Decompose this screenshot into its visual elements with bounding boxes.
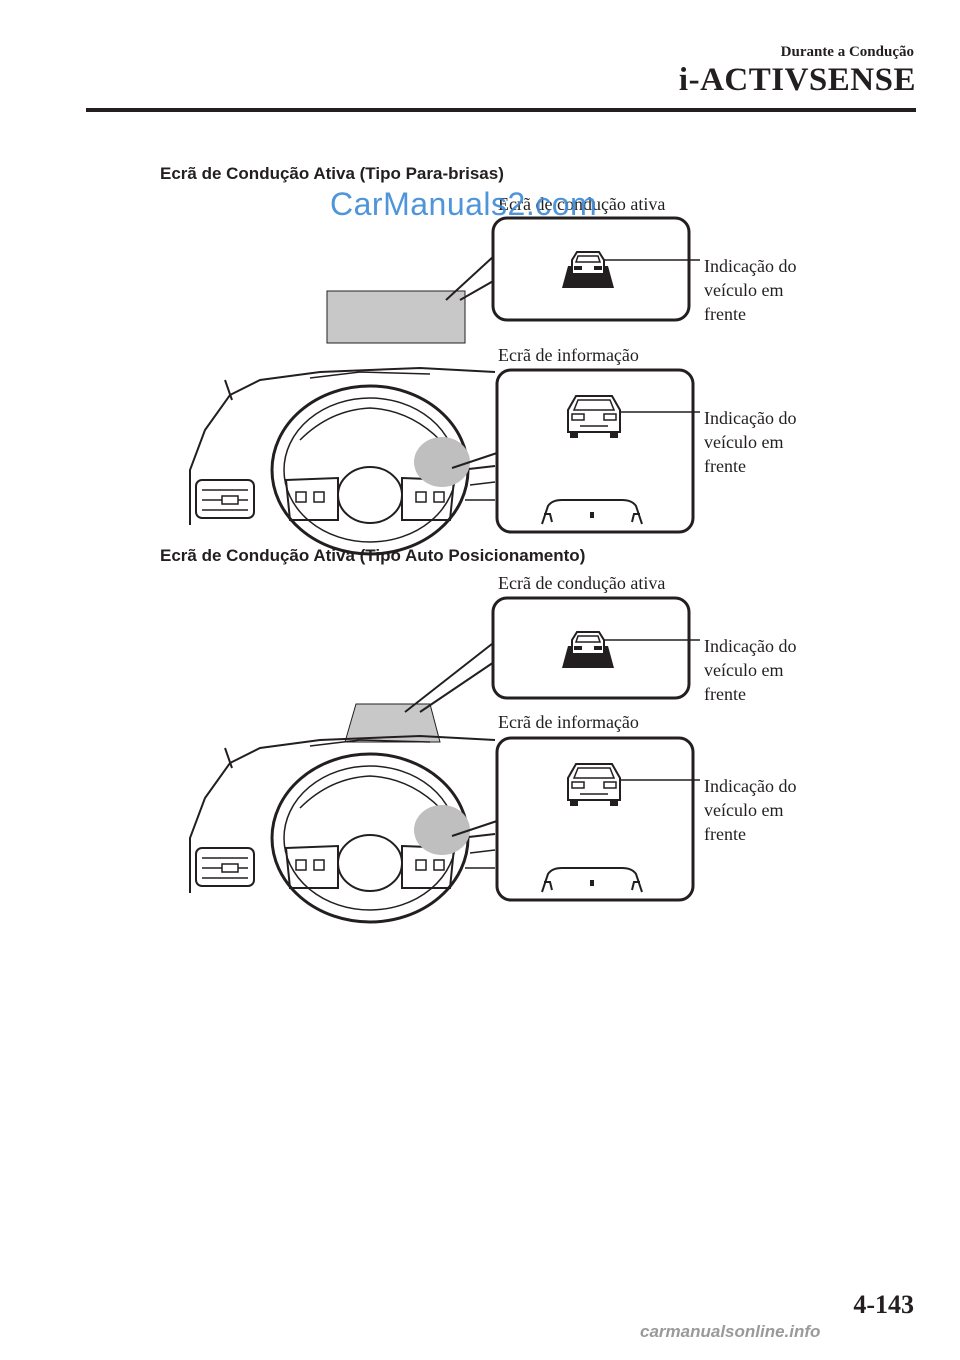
- indication-line: Indicação do: [704, 256, 797, 276]
- info-display-inset-1: [495, 368, 695, 534]
- figure1-indication-upper: Indicação do veículo em frente: [704, 254, 796, 326]
- indication-line: Indicação do: [704, 776, 797, 796]
- watermark: CarManuals2.com: [330, 186, 598, 222]
- figure1-info-display-label: Ecrã de informação: [498, 345, 639, 365]
- indication-line: veículo em: [704, 280, 784, 300]
- figure2-info-display-label: Ecrã de informação: [498, 712, 639, 732]
- indication-line: frente: [704, 824, 746, 844]
- figure2-title: Ecrã de Condução Ativa (Tipo Auto Posici…: [160, 546, 586, 565]
- figure1-drawing: [188, 216, 700, 556]
- figure2-indication-upper: Indicação do veículo em frente: [704, 634, 796, 706]
- windshield-display-area: [326, 290, 466, 344]
- indication-line: frente: [704, 304, 746, 324]
- figure2-drawing: [188, 596, 700, 924]
- chapter-title: Durante a Condução: [780, 44, 914, 60]
- figure1-indication-lower: Indicação do veículo em frente: [704, 406, 796, 478]
- page-number: 4-143: [853, 1290, 914, 1319]
- figure1-title: Ecrã de Condução Ativa (Tipo Para-brisas…: [160, 164, 504, 183]
- footer-site-watermark: carmanualsonline.info: [640, 1322, 821, 1341]
- section-title: i-ACTIVSENSE: [678, 62, 916, 98]
- indication-line: veículo em: [704, 660, 784, 680]
- info-display-area: [414, 437, 470, 487]
- info-display-area-2: [414, 805, 470, 855]
- header-divider: [86, 108, 916, 112]
- indication-line: Indicação do: [704, 408, 797, 428]
- indication-line: Indicação do: [704, 636, 797, 656]
- figure1-active-display-label: Ecrã de condução ativa: [498, 194, 666, 214]
- info-display-inset-2: [495, 736, 695, 902]
- figure2-active-display-label: Ecrã de condução ativa: [498, 573, 666, 593]
- indication-line: veículo em: [704, 432, 784, 452]
- indication-line: frente: [704, 456, 746, 476]
- figure2-indication-lower: Indicação do veículo em frente: [704, 774, 796, 846]
- indication-line: veículo em: [704, 800, 784, 820]
- indication-line: frente: [704, 684, 746, 704]
